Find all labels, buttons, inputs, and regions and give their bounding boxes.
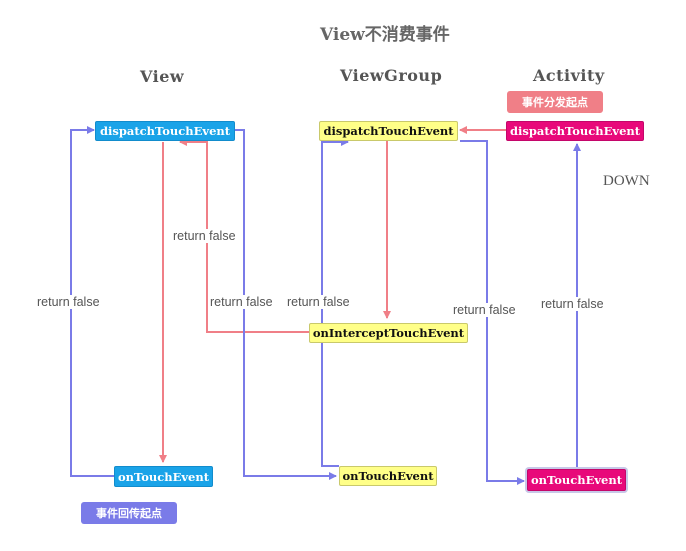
return-start-tag: 事件回传起点 [81,502,177,524]
viewgroup-on-touch-event-node: onTouchEvent [339,466,437,486]
viewgroup-dispatch-touch-event-node: dispatchTouchEvent [319,121,458,141]
edge-label-vg-left: return false [286,295,351,309]
view-on-touch-event-node: onTouchEvent [114,466,213,487]
column-header-activity: Activity [533,66,605,85]
column-header-view: View [140,67,185,86]
viewgroup-on-intercept-touch-event-node: onInterceptTouchEvent [309,323,468,343]
dispatch-start-tag: 事件分发起点 [507,91,603,113]
edge-label-act-right: return false [540,297,605,311]
column-header-viewgroup: ViewGroup [340,66,443,85]
edge-label-vg-to-view: return false [172,229,237,243]
edge-label-view-right: return false [209,295,274,309]
direction-label: DOWN [603,173,650,189]
activity-on-touch-event-node: onTouchEvent [527,469,626,491]
edge-label-vg-right: return false [452,303,517,317]
diagram-title: View不消费事件 [320,25,450,45]
edge-label-view-left: return false [36,295,101,309]
view-dispatch-touch-event-node: dispatchTouchEvent [95,121,235,141]
activity-dispatch-touch-event-node: dispatchTouchEvent [506,121,644,141]
